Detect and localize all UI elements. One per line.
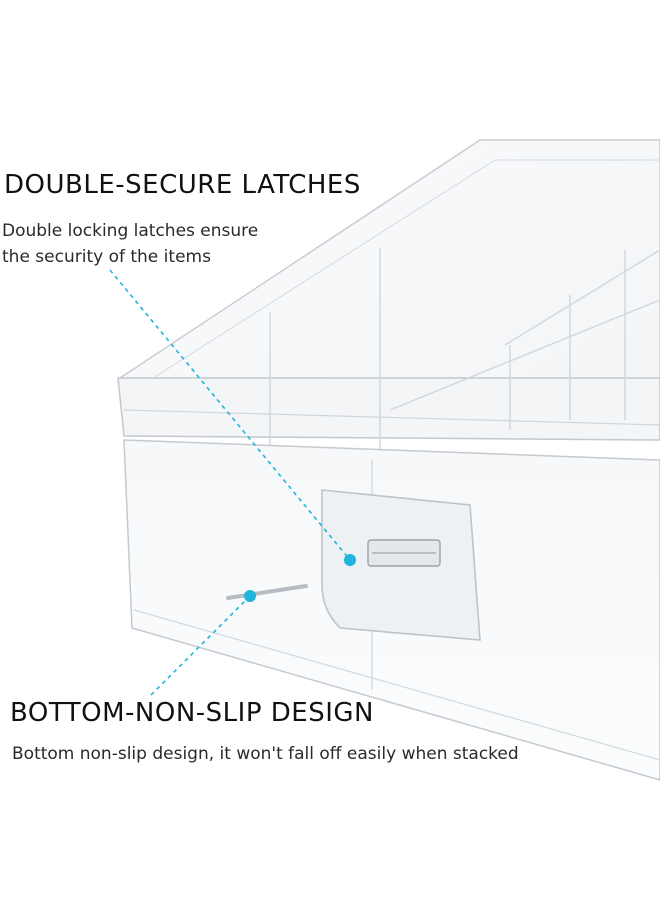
latches-description: Double locking latches ensure the securi… — [2, 218, 258, 270]
non-slip-description: Bottom non-slip design, it won't fall of… — [12, 744, 519, 764]
latch-callout-pointer — [109, 269, 356, 566]
latches-title: DOUBLE-SECURE LATCHES — [4, 170, 361, 200]
non-slip-pad — [226, 584, 308, 600]
box-lid — [117, 139, 660, 441]
latches-description-line-1: Double locking latches ensure — [2, 221, 259, 241]
latch — [321, 489, 481, 641]
latches-description-line-2: the security of the items — [2, 247, 211, 267]
non-slip-callout-pointer — [147, 590, 256, 699]
non-slip-title: BOTTOM-NON-SLIP DESIGN — [10, 698, 374, 728]
